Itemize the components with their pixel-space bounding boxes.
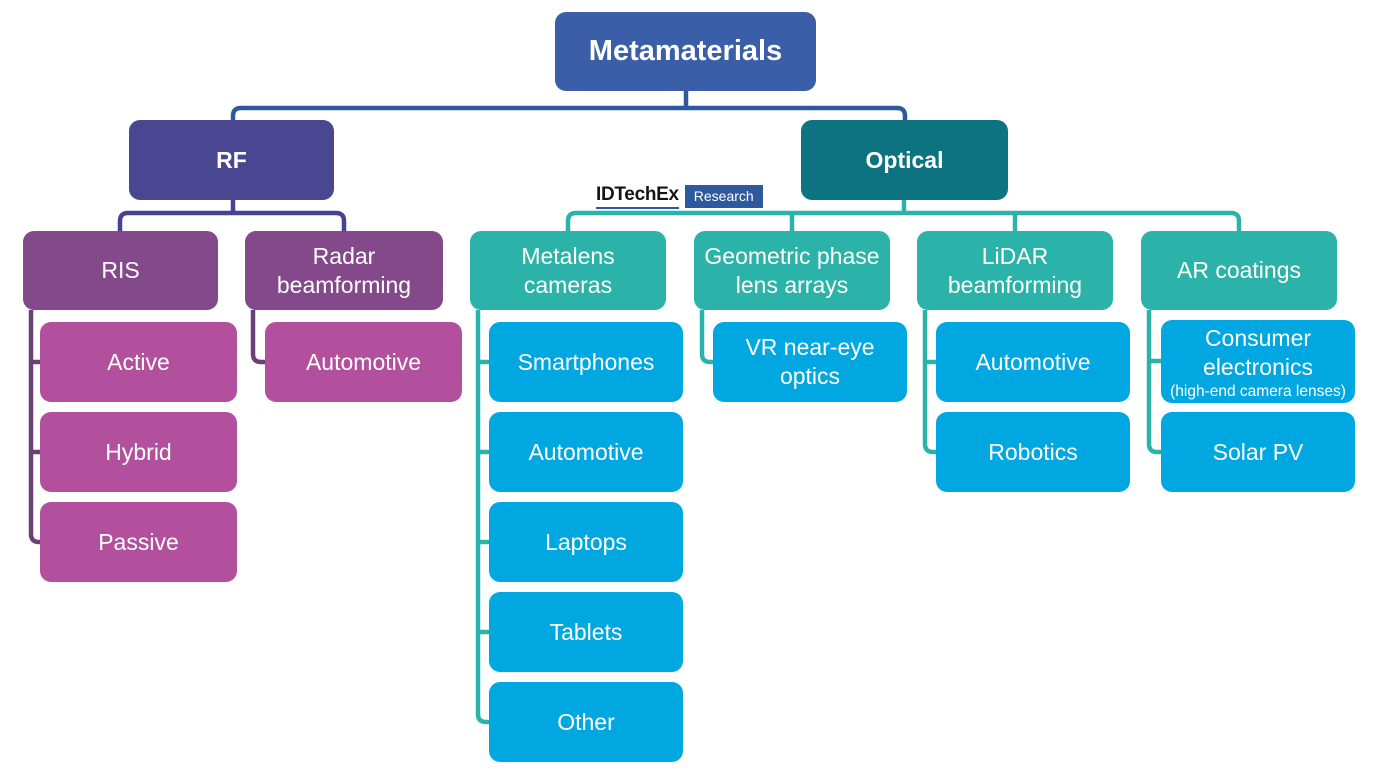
node-label: Laptops: [545, 528, 627, 555]
node-label: LiDAR beamforming: [947, 242, 1083, 298]
node-tablets: Tablets: [489, 592, 683, 672]
node-label: Robotics: [988, 438, 1078, 465]
node-label: Radar beamforming: [276, 242, 412, 298]
node-label: RIS: [101, 257, 140, 283]
node-metamaterials: Metamaterials: [555, 12, 816, 91]
node-vr-near-eye-optics: VR near-eye optics: [713, 322, 907, 402]
idtechex-logo: IDTechEx Research: [596, 183, 763, 209]
node-radar-automotive: Automotive: [265, 322, 462, 402]
node-label: Automotive: [528, 438, 644, 465]
node-hybrid: Hybrid: [40, 412, 237, 492]
node-label: VR near-eye optics: [745, 334, 875, 389]
node-ris: RIS: [23, 231, 218, 310]
node-consumer-electronics: Consumer electronics (high-end camera le…: [1161, 320, 1355, 403]
node-label: Geometric phase lens arrays: [704, 242, 880, 298]
connector-metalens-hang: [475, 310, 490, 725]
node-lidar-automotive: Automotive: [936, 322, 1130, 402]
research-badge: Research: [684, 184, 763, 208]
connector-ar-hang: [1146, 310, 1162, 455]
node-passive: Passive: [40, 502, 237, 582]
node-label: Smartphones: [517, 348, 655, 375]
connector-geometric-hang: [699, 310, 714, 365]
node-label: Other: [557, 708, 615, 735]
connector-optical-rail: [565, 210, 1242, 231]
idtechex-wordmark: IDTechEx: [596, 184, 679, 209]
node-metalens-cameras: Metalens cameras: [470, 231, 666, 310]
node-solar-pv: Solar PV: [1161, 412, 1355, 492]
node-radar-beamforming: Radar beamforming: [245, 231, 443, 310]
node-robotics: Robotics: [936, 412, 1130, 492]
node-label: RF: [216, 146, 247, 173]
node-label: Hybrid: [105, 438, 172, 465]
node-geometric-phase-lens-arrays: Geometric phase lens arrays: [694, 231, 890, 310]
node-label: Automotive: [975, 348, 1091, 375]
node-label: Active: [107, 348, 170, 375]
connector-rf-rail: [117, 210, 347, 231]
node-label: AR coatings: [1176, 257, 1301, 283]
node-metalens-automotive: Automotive: [489, 412, 683, 492]
node-ar-coatings: AR coatings: [1141, 231, 1337, 310]
node-label: Solar PV: [1212, 438, 1304, 465]
node-label: Consumer electronics: [1203, 324, 1313, 380]
node-other: Other: [489, 682, 683, 762]
node-label: Metalens cameras: [521, 242, 615, 298]
connector-root-rail: [230, 105, 908, 120]
node-lidar-beamforming: LiDAR beamforming: [917, 231, 1113, 310]
node-label: Metamaterials: [588, 35, 783, 67]
node-label: Passive: [98, 528, 179, 555]
connector-radar-hang: [250, 310, 266, 365]
node-smartphones: Smartphones: [489, 322, 683, 402]
node-optical: Optical: [801, 120, 1008, 200]
node-label: Tablets: [549, 618, 623, 645]
node-label: Optical: [865, 146, 944, 173]
node-sublabel: (high-end camera lenses): [1170, 382, 1346, 400]
node-label: Automotive: [305, 348, 422, 375]
connector-ris-hang: [28, 310, 41, 545]
connector-lidar-hang: [922, 310, 937, 455]
node-rf: RF: [129, 120, 334, 200]
node-active: Active: [40, 322, 237, 402]
node-laptops: Laptops: [489, 502, 683, 582]
